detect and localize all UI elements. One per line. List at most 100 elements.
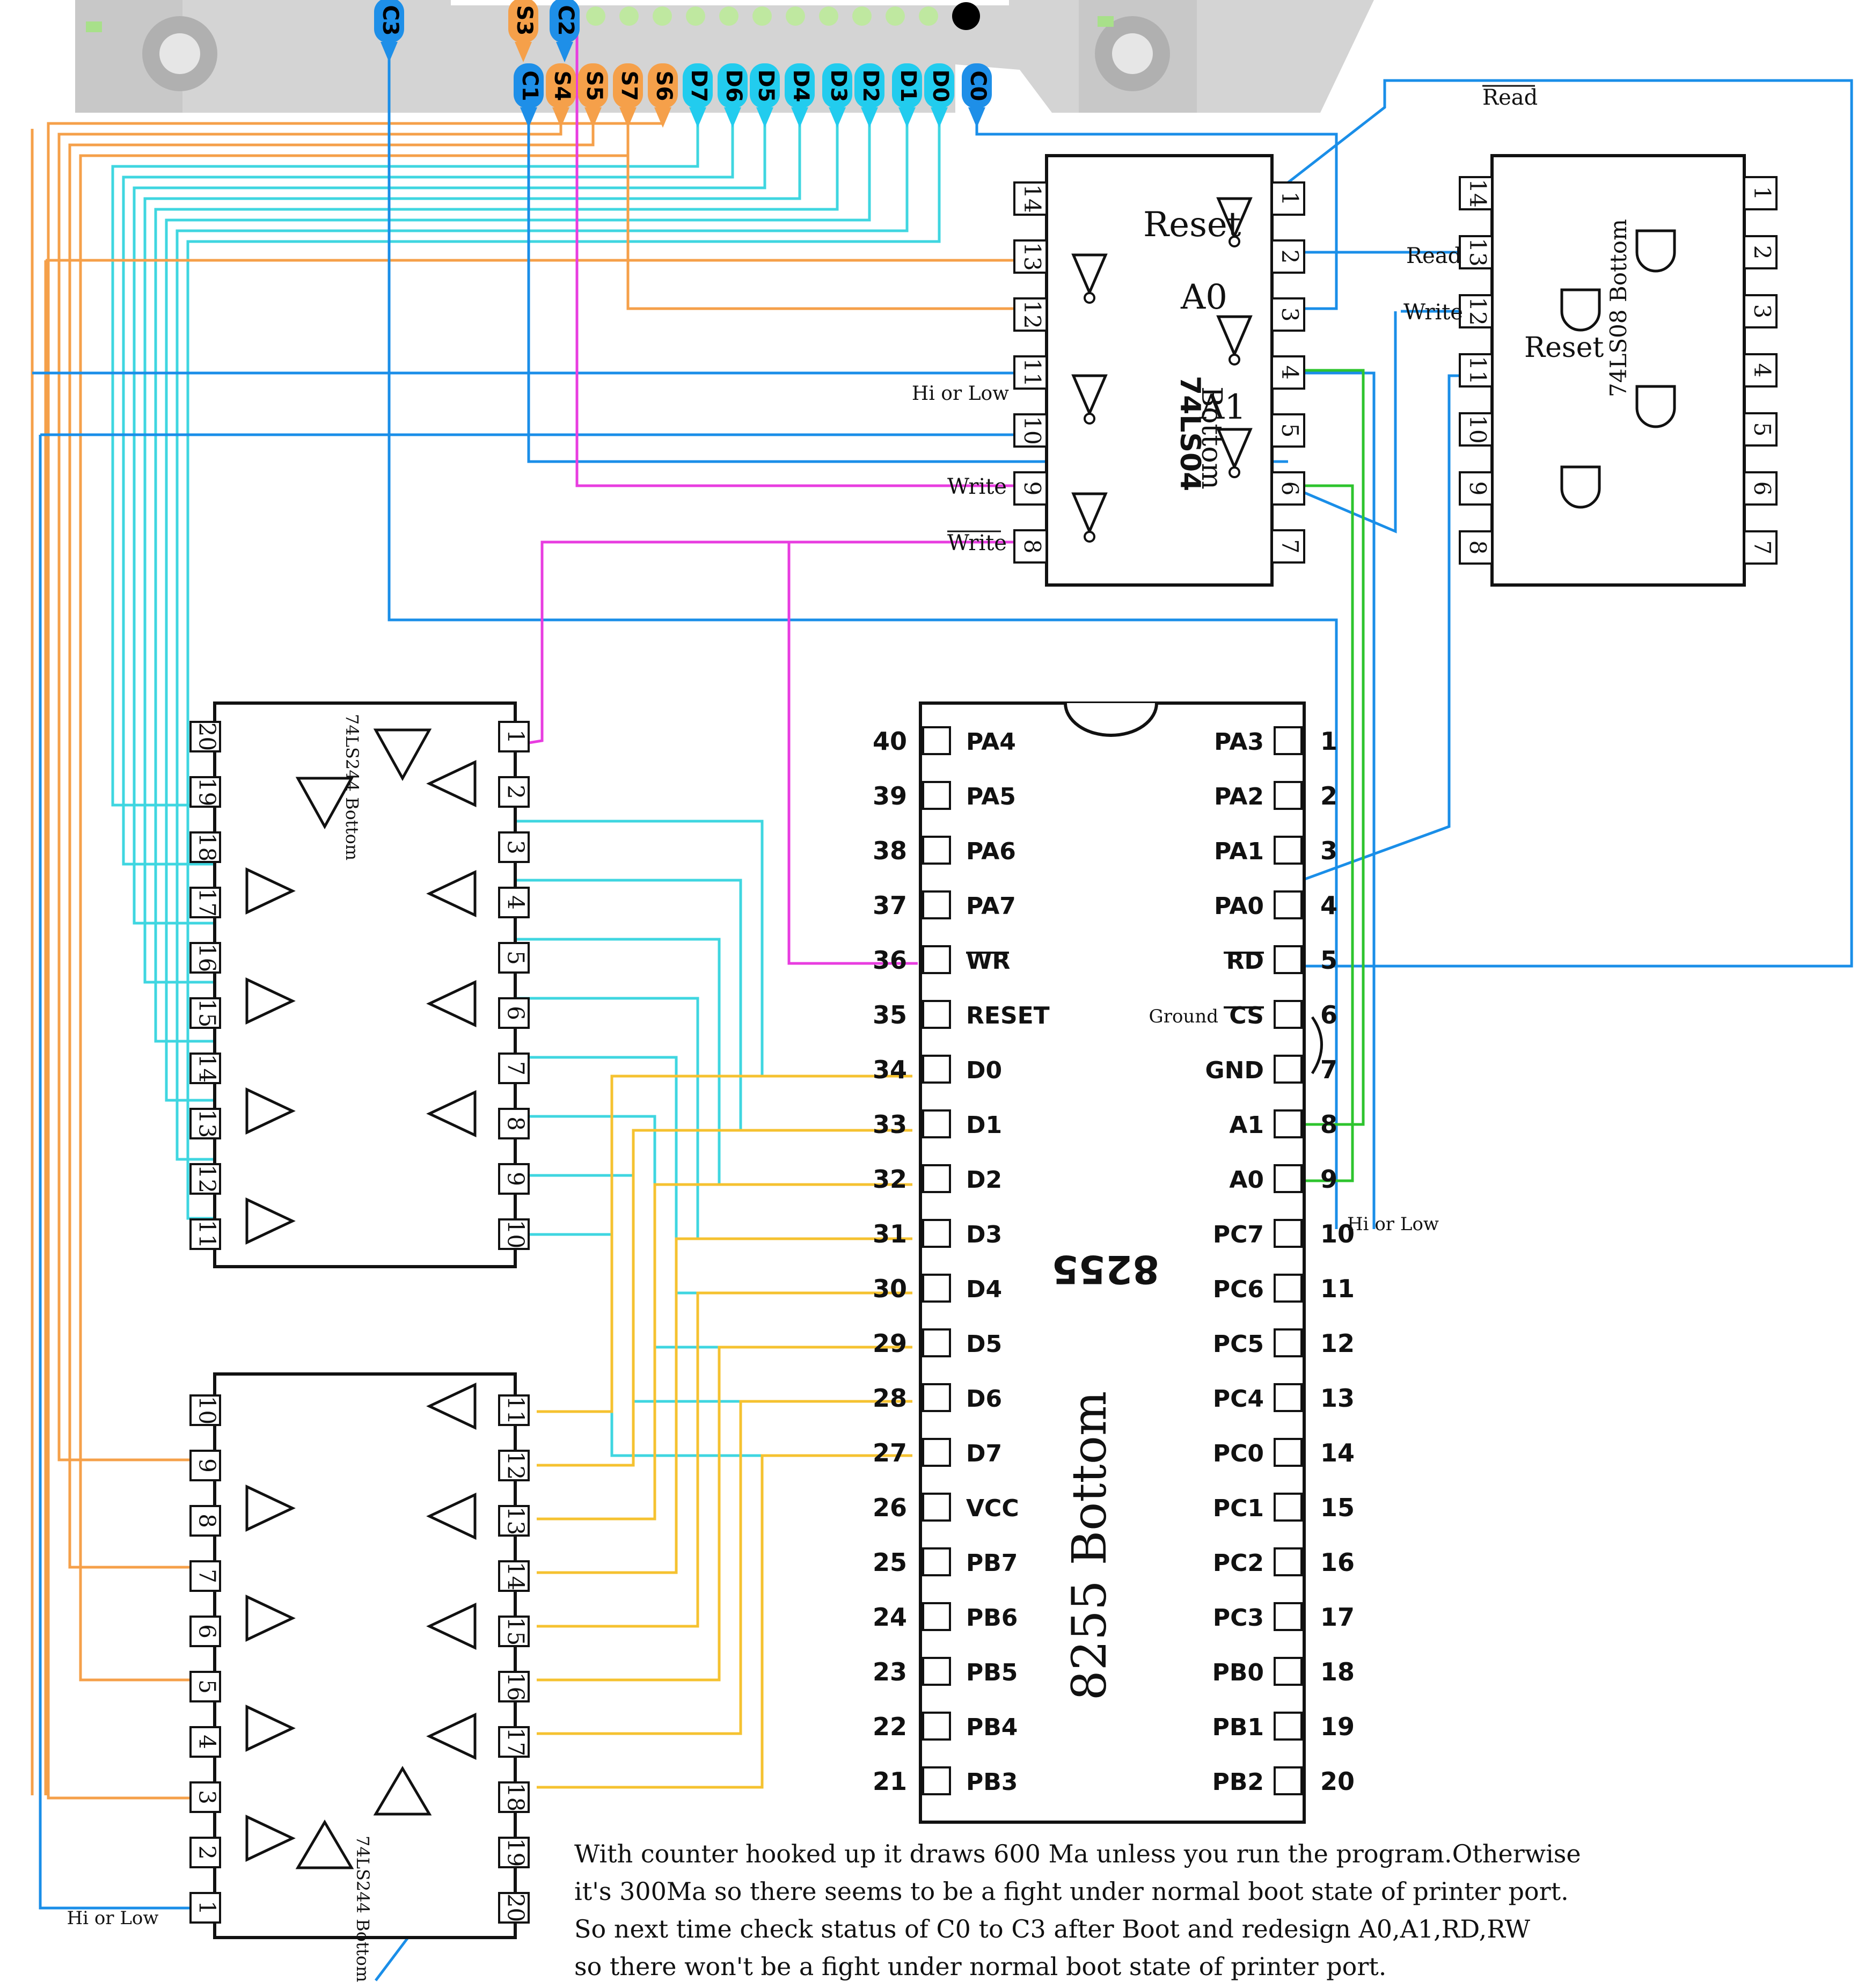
pin-name-right: PC0 bbox=[1213, 1440, 1264, 1467]
dip-pin bbox=[1274, 890, 1303, 919]
pin-name-left: PA6 bbox=[966, 838, 1016, 865]
pin-box bbox=[189, 942, 221, 974]
buffer-symbol bbox=[373, 1766, 432, 1816]
pin-box bbox=[498, 776, 530, 808]
pin-box bbox=[189, 1892, 221, 1924]
connector-label-c2: C2 bbox=[550, 0, 580, 62]
dip-pin bbox=[922, 1109, 951, 1138]
dip-pin bbox=[1274, 1219, 1303, 1248]
pin-number-left: 22 bbox=[873, 1712, 907, 1741]
and-pin-8: 8 bbox=[1465, 540, 1491, 555]
inverter-pin-14: 14 bbox=[1019, 184, 1045, 213]
pin-number-right: 7 bbox=[1320, 1055, 1337, 1084]
c1-to-inverter-5 bbox=[527, 118, 1288, 463]
a0-line bbox=[1288, 484, 1354, 1182]
pin-box bbox=[189, 1218, 221, 1250]
dip-pin bbox=[922, 1657, 951, 1686]
pin-box bbox=[498, 887, 530, 918]
signal-label-write: Write bbox=[947, 474, 1007, 499]
connector-label-d3: D3 bbox=[822, 63, 852, 128]
pin-box bbox=[1459, 294, 1493, 328]
pin-name-left: PB6 bbox=[966, 1604, 1018, 1632]
pin-name-left: D4 bbox=[966, 1276, 1002, 1303]
pin-number-right: 11 bbox=[1320, 1274, 1355, 1303]
dip-pin bbox=[1274, 1657, 1303, 1686]
and-pin-12: 12 bbox=[1465, 297, 1491, 325]
pin-name-right: PC1 bbox=[1213, 1495, 1264, 1522]
buffer-symbol bbox=[426, 1713, 477, 1760]
buffer-symbol bbox=[245, 1595, 296, 1642]
connector-label-d4: D4 bbox=[785, 63, 815, 128]
pin-number-right: 9 bbox=[1320, 1165, 1337, 1194]
dip-pin bbox=[922, 1219, 951, 1248]
pin-box bbox=[1271, 181, 1305, 216]
buffer-symbol bbox=[245, 1705, 296, 1752]
pin-box bbox=[1271, 413, 1305, 448]
pin-name-left: PB7 bbox=[966, 1550, 1018, 1577]
signal-label-reset: Reset bbox=[1143, 205, 1241, 245]
return-line-4 bbox=[537, 1291, 912, 1628]
buffer-top-pin-12: 12 bbox=[194, 1165, 221, 1193]
pin-name-right: PA1 bbox=[1214, 838, 1264, 865]
pin-number-right: 1 bbox=[1320, 727, 1337, 756]
return-line-0 bbox=[537, 1075, 912, 1413]
connector-label-s5: S5 bbox=[578, 63, 608, 128]
pin-box bbox=[498, 1671, 530, 1702]
chip-8255-orientation: 8255 Bottom bbox=[1062, 1391, 1117, 1701]
connector-label-text: C0 bbox=[966, 70, 990, 101]
connector-label-text: S4 bbox=[550, 71, 574, 101]
pin-box bbox=[189, 1616, 221, 1647]
dip-pin bbox=[922, 1493, 951, 1522]
pin-number-left: 34 bbox=[873, 1055, 907, 1084]
pin-box bbox=[498, 1053, 530, 1084]
a1-line bbox=[1288, 369, 1365, 1126]
and-gate-symbol bbox=[1635, 229, 1676, 273]
and-pin-11: 11 bbox=[1465, 356, 1491, 384]
pin-box bbox=[1743, 530, 1778, 565]
buffer-bottom-pin-2: 2 bbox=[194, 1845, 221, 1860]
data-line-d4 bbox=[143, 118, 801, 984]
and-pin-5: 5 bbox=[1749, 422, 1775, 437]
pin-box bbox=[498, 942, 530, 974]
connector-label-text: D7 bbox=[686, 69, 711, 102]
connector-pin bbox=[886, 6, 905, 26]
pin-box bbox=[498, 1781, 530, 1813]
pin-name-right: PA0 bbox=[1214, 893, 1264, 920]
pin-box bbox=[498, 721, 530, 752]
buffer-bottom-pin-13: 13 bbox=[503, 1507, 529, 1535]
pin-box bbox=[498, 1837, 530, 1868]
dip-pin bbox=[922, 1712, 951, 1741]
connector-label-s7: S7 bbox=[613, 63, 643, 128]
inverter-pin-9: 9 bbox=[1019, 481, 1045, 496]
signal-label-a0: A0 bbox=[1180, 277, 1227, 317]
dip-pin bbox=[1274, 1274, 1303, 1303]
pin-box bbox=[498, 1394, 530, 1426]
buffer-bottom-pin-19: 19 bbox=[503, 1838, 529, 1867]
pin-name-right: PC6 bbox=[1213, 1276, 1264, 1303]
buffer-top-pin-15: 15 bbox=[194, 999, 221, 1027]
pin-box bbox=[498, 1450, 530, 1481]
pin-number-right: 14 bbox=[1320, 1438, 1355, 1467]
pin-name-right: CS bbox=[1229, 1002, 1264, 1029]
return-line-7 bbox=[537, 1454, 912, 1789]
bus-line-3 bbox=[515, 997, 912, 1240]
pin-name-right: PC4 bbox=[1213, 1385, 1264, 1413]
pin-box bbox=[498, 1163, 530, 1195]
signal-label-ground: Ground bbox=[1149, 1006, 1218, 1027]
buffer-symbol bbox=[295, 1819, 354, 1869]
buffer-symbol bbox=[245, 1815, 296, 1862]
pin-box bbox=[1013, 529, 1048, 564]
connector-label-text: S6 bbox=[652, 71, 676, 101]
dip-pin bbox=[922, 1164, 951, 1193]
pin-number-right: 3 bbox=[1320, 836, 1337, 865]
pin-number-left: 37 bbox=[873, 891, 907, 920]
buffer-top-pin-1: 1 bbox=[503, 729, 529, 744]
buffer-bottom-pin-3: 3 bbox=[194, 1790, 221, 1804]
pin-box bbox=[1013, 239, 1048, 274]
pin-name-right: PB1 bbox=[1212, 1714, 1264, 1741]
and-pin-2: 2 bbox=[1749, 245, 1775, 260]
connector-label-d1: D1 bbox=[892, 63, 922, 128]
chip-74ls244-bottom-label: 74LS244 Bottom bbox=[353, 1836, 373, 1982]
and-pin-1: 1 bbox=[1749, 186, 1775, 201]
pin-name-right: PC3 bbox=[1213, 1604, 1264, 1632]
